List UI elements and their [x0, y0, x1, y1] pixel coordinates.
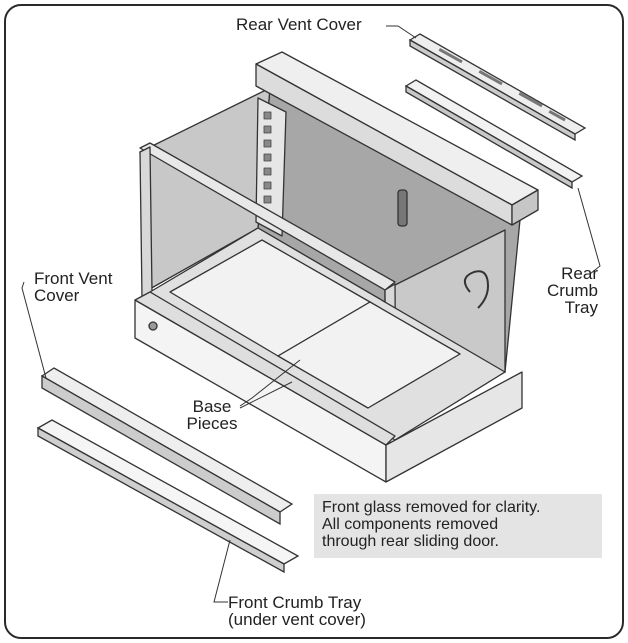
- front-crumb-tray-part: [36, 419, 300, 574]
- rear-vent-cover-part: [408, 33, 587, 142]
- plinth-top: [134, 291, 396, 446]
- display-case: [134, 51, 539, 483]
- front-vent-cover-part: [40, 367, 294, 526]
- leader-front-vent: [21, 281, 47, 379]
- power-cord: [463, 270, 489, 309]
- canopy-end: [511, 189, 539, 226]
- leader-rear-crumb: [577, 187, 601, 275]
- hinge-slots: [263, 111, 272, 204]
- left-side-strip: [255, 97, 287, 237]
- leader-front-crumb: [213, 539, 231, 603]
- leader-base-1: [239, 359, 301, 407]
- left-front-post: [139, 146, 153, 299]
- leader-rear-vent: [386, 25, 417, 39]
- bolt: [148, 321, 158, 331]
- front-top-rail: [139, 142, 396, 291]
- door-handle: [397, 189, 408, 227]
- leader-lines: [21, 25, 601, 603]
- leader-base-2: [239, 381, 293, 409]
- base-piece-right: [277, 301, 461, 409]
- rear-crumb-tray-part: [404, 79, 584, 190]
- plinth-right: [385, 371, 523, 483]
- label-rear-vent-cover: Rear Vent Cover: [236, 15, 362, 34]
- label-front-crumb-tray: Front Crumb Tray (under vent cover): [228, 593, 366, 629]
- label-front-vent-cover: Front Vent Cover: [34, 269, 113, 305]
- clarity-note: Front glass removed for clarity. All com…: [314, 494, 602, 558]
- label-rear-crumb-tray: Rear Crumb Tray: [546, 264, 598, 317]
- label-base-pieces: Base Pieces: [186, 397, 238, 433]
